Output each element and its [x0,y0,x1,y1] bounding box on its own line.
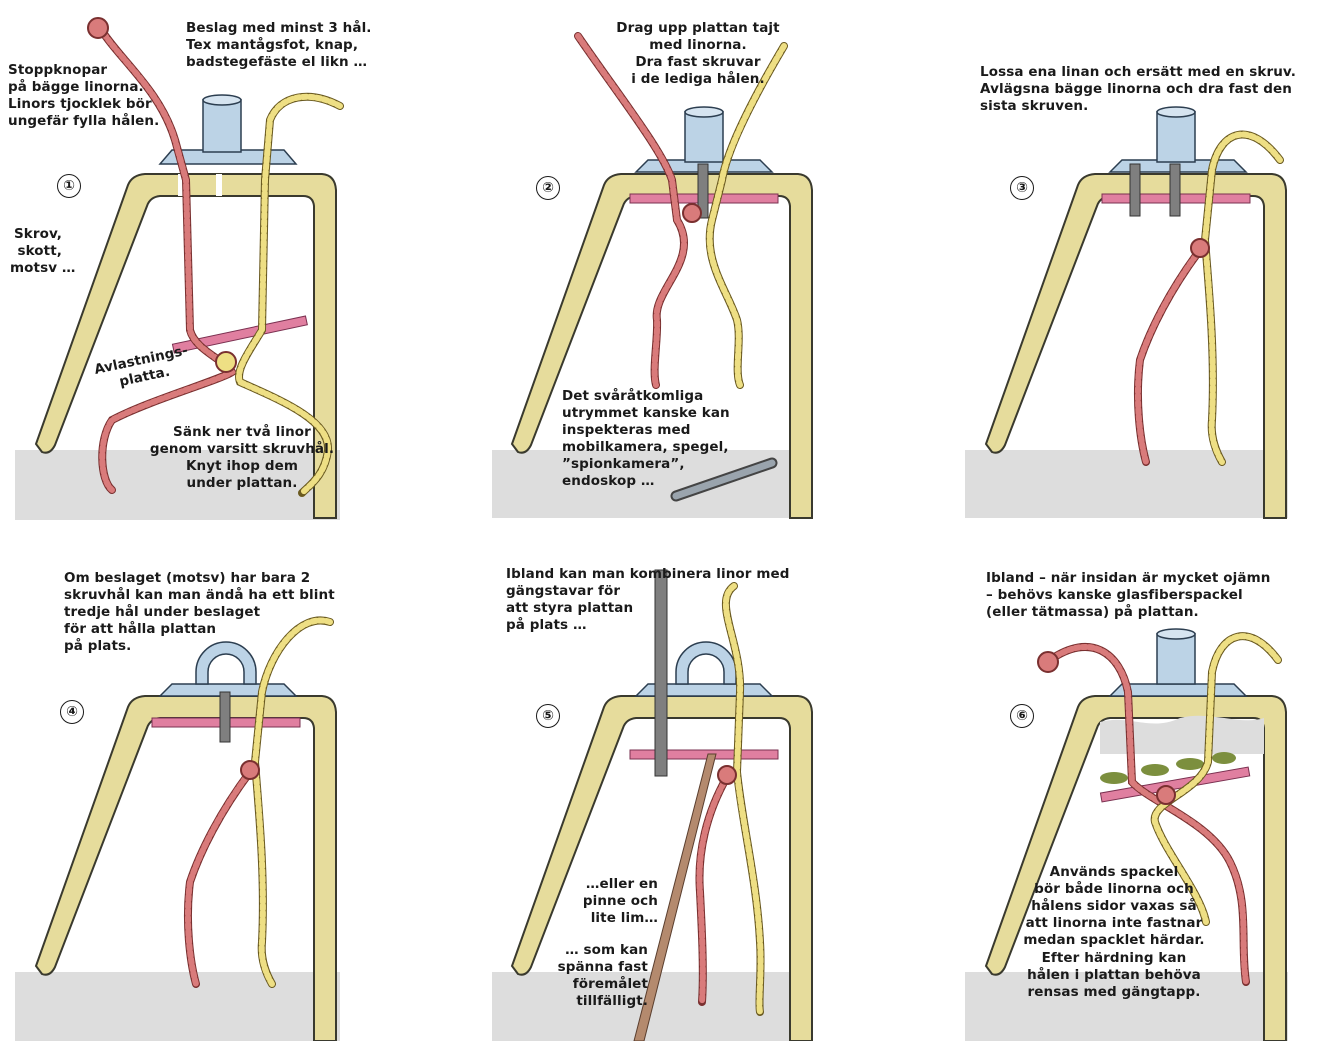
step-number: ④ [60,700,84,724]
step-number: ① [57,174,81,198]
pull-label: Drag upp plattan tajt med linorna. Dra f… [588,20,808,88]
step-number: ③ [1010,176,1034,200]
stopknot-label: Stoppknopar på bägge linorna. Linors tjo… [8,62,159,130]
twohole-label: Om beslaget (motsv) har bara 2 skruvhål … [64,570,335,655]
tension-label: … som kan spänna fast föremålet tillfäll… [528,942,648,1010]
panel-6: ⑥ Ibland – när insidan är mycket ojämn –… [950,522,1319,1042]
tap-label: Efter härdning kan hålen i plattan behöv… [1014,950,1214,1001]
step-number: ⑥ [1010,704,1034,728]
stick-label: …eller en pinne och lite lim… [558,876,658,927]
panel-4: ④ Om beslaget (motsv) har bara 2 skruvhå… [0,522,440,1042]
uneven-label: Ibland – när insidan är mycket ojämn – b… [986,570,1270,621]
step-number: ⑤ [536,704,560,728]
instruction-label: Sänk ner två linor genom varsitt skruvhå… [142,424,342,492]
panel-5: ⑤ Ibland kan man kombinera linor med gän… [472,522,912,1042]
tube-fitting-icon [636,107,772,172]
panel-1: ① Beslag med minst 3 hål. Tex mantågsfot… [0,0,440,520]
wax-label: Används spackel bör både linorna och hål… [1014,864,1214,949]
panel-2: ② Drag upp plattan tajt med linorna. Dra… [472,0,912,520]
hull-label: Skrov, skott, motsv … [10,226,62,277]
combine-label: Ibland kan man kombinera linor med gängs… [506,566,790,634]
replace-label: Lossa ena linan och ersätt med en skruv.… [980,64,1296,115]
fitting-label: Beslag med minst 3 hål. Tex mantågsfot, … [186,20,372,71]
step-number: ② [536,176,560,200]
panel-3: ③ Lossa ena linan och ersätt med en skru… [950,0,1319,520]
inspect-label: Det svåråtkomliga utrymmet kanske kan in… [562,388,730,490]
